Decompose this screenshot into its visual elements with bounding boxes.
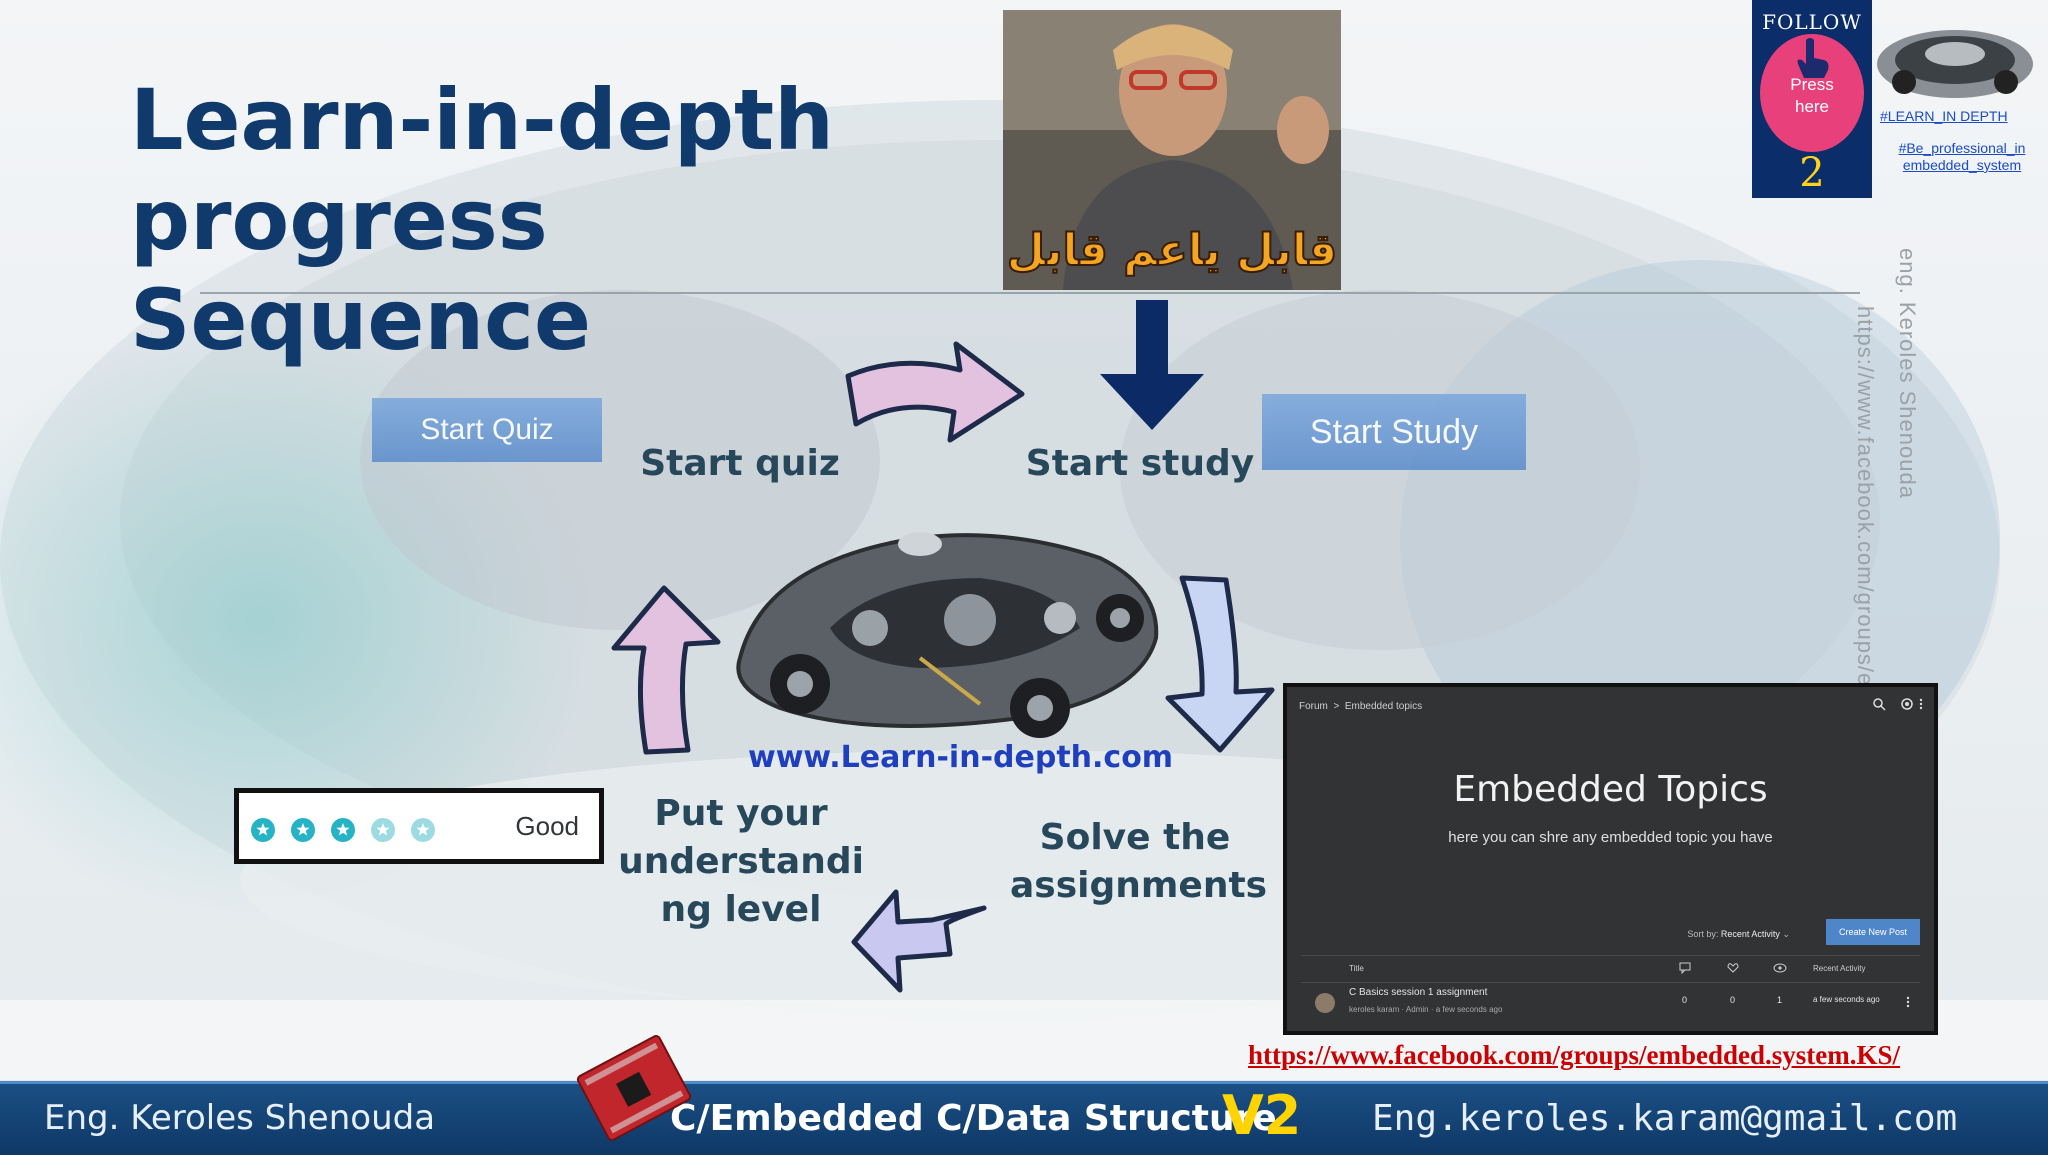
facebook-group-link[interactable]: https://www.facebook.com/groups/embedded… xyxy=(1248,1040,1901,1070)
star-icon[interactable] xyxy=(291,818,315,842)
eye-icon xyxy=(1773,963,1787,973)
post-title[interactable]: C Basics session 1 assignment xyxy=(1349,987,1488,998)
forum-title: Embedded Topics xyxy=(1453,769,1768,810)
step-solve-assignments: Solve the assignments xyxy=(1010,817,1268,906)
footer-author: Eng. Keroles Shenouda xyxy=(44,1098,436,1138)
star-icon[interactable] xyxy=(331,818,355,842)
watermark-url: https://www.facebook.com/groups/em xyxy=(1853,306,1878,706)
dev-board-image xyxy=(576,1035,692,1141)
follow-us-badge[interactable]: FOLLOW US Press here 2 xyxy=(1752,0,1872,198)
post-role: Admin xyxy=(1405,1005,1429,1014)
arrow-right-icon xyxy=(845,341,1025,443)
car-thumbnail-image xyxy=(1877,30,2033,98)
star-icon[interactable] xyxy=(371,818,395,842)
post-author: keroles karam xyxy=(1349,1005,1400,1014)
arrow-down-curved-icon xyxy=(1165,575,1275,753)
slide-title-line2: progress Sequence xyxy=(130,171,591,369)
footer-version: V2 xyxy=(1222,1084,1302,1147)
post-meta: keroles karam · Admin · a few seconds ag… xyxy=(1349,1005,1503,1014)
tag-be-professional-line1: #Be_professional_in xyxy=(1898,140,2026,156)
post-time: a few seconds ago xyxy=(1435,1005,1503,1014)
avatar xyxy=(1315,993,1335,1013)
arrow-down-icon xyxy=(1100,300,1204,430)
column-title: Title xyxy=(1349,964,1364,973)
start-quiz-button[interactable]: Start Quiz xyxy=(372,398,602,462)
slide-title-line1: Learn-in-depth xyxy=(130,71,834,169)
press-here-button[interactable]: Press here xyxy=(1760,34,1864,152)
forum-panel: Forum > Embedded topics Embedded Topics … xyxy=(1283,683,1938,1035)
rating-label: Good xyxy=(515,811,579,841)
arrow-left-icon xyxy=(851,889,987,993)
post-likes-count: 0 xyxy=(1730,995,1736,1005)
table-header: Title Recent Activity xyxy=(1301,955,1920,983)
post-comments-count: 0 xyxy=(1682,995,1688,1005)
create-new-post-button[interactable]: Create New Post xyxy=(1826,919,1920,945)
comment-icon xyxy=(1679,962,1691,974)
tag-learn-in-depth[interactable]: #LEARN_IN DEPTH xyxy=(1880,108,2008,124)
step-put-level-line1: Put your xyxy=(654,793,828,834)
sort-value: Recent Activity xyxy=(1720,929,1780,939)
slide-title: Learn-in-depth progress Sequence xyxy=(130,70,1010,370)
arrow-up-icon xyxy=(611,585,721,755)
tag-be-professional-line2: embedded_system xyxy=(1902,157,2022,173)
step-put-level: Put your understandi ng level xyxy=(616,790,866,934)
sort-label: Sort by: xyxy=(1687,929,1719,939)
heart-icon xyxy=(1727,963,1739,973)
tag-be-professional[interactable]: #Be_professional_in embedded_system xyxy=(1882,140,2042,174)
post-views-count: 1 xyxy=(1777,995,1783,1005)
more-vertical-icon[interactable] xyxy=(1918,697,1924,711)
follow-count: 2 xyxy=(1799,150,1825,196)
forum-subtitle: here you can shre any embedded topic you… xyxy=(1448,829,1773,846)
title-divider xyxy=(200,292,1860,294)
breadcrumb-embedded-topics[interactable]: Embedded topics xyxy=(1344,701,1423,712)
person-image xyxy=(1003,10,1341,290)
gear-icon[interactable] xyxy=(1900,697,1914,711)
forum-header-icons xyxy=(1872,697,1924,716)
sort-dropdown[interactable]: Sort by: Recent Activity ⌄ xyxy=(1687,929,1790,940)
watermark-name: eng. Keroles Shenouda xyxy=(1895,248,1920,499)
footer-course: C/Embedded C/Data Structure xyxy=(670,1098,1277,1139)
post-recent-activity: a few seconds ago xyxy=(1813,995,1880,1004)
footer-bar: Eng. Keroles Shenouda C/Embedded C/Data … xyxy=(0,1081,2048,1155)
breadcrumb-forum[interactable]: Forum xyxy=(1299,701,1328,712)
star-icon[interactable] xyxy=(251,818,275,842)
step-put-level-line2: understandi xyxy=(618,841,864,882)
press-here-text: Press here xyxy=(1790,75,1834,116)
step-start-quiz: Start quiz xyxy=(640,443,840,484)
chevron-down-icon: ⌄ xyxy=(1782,929,1790,939)
rating-widget[interactable]: Good xyxy=(234,788,604,864)
search-icon[interactable] xyxy=(1872,697,1886,711)
breadcrumb-separator: > xyxy=(1333,701,1340,712)
breadcrumb: Forum > Embedded topics xyxy=(1299,701,1422,712)
start-study-button[interactable]: Start Study xyxy=(1262,394,1526,470)
table-row[interactable]: C Basics session 1 assignment keroles ka… xyxy=(1301,983,1920,1023)
row-more-icon[interactable] xyxy=(1905,995,1911,1009)
arabic-caption: قابل ياعم قابل xyxy=(1006,224,1339,277)
site-url[interactable]: www.Learn-in-depth.com xyxy=(748,740,1174,775)
column-recent-activity: Recent Activity xyxy=(1813,964,1866,973)
hand-pointer-icon xyxy=(1797,38,1829,78)
star-icon[interactable] xyxy=(411,818,435,842)
car-cutaway-image xyxy=(736,532,1159,738)
presenter-photo: قابل ياعم قابل xyxy=(1003,10,1341,290)
footer-email[interactable]: Eng.keroles.karam@gmail.com xyxy=(1372,1098,1958,1139)
step-put-level-line3: ng level xyxy=(660,889,822,930)
step-start-study: Start study xyxy=(1025,443,1255,484)
sort-bar: Sort by: Recent Activity ⌄ Create New Po… xyxy=(1301,917,1920,951)
